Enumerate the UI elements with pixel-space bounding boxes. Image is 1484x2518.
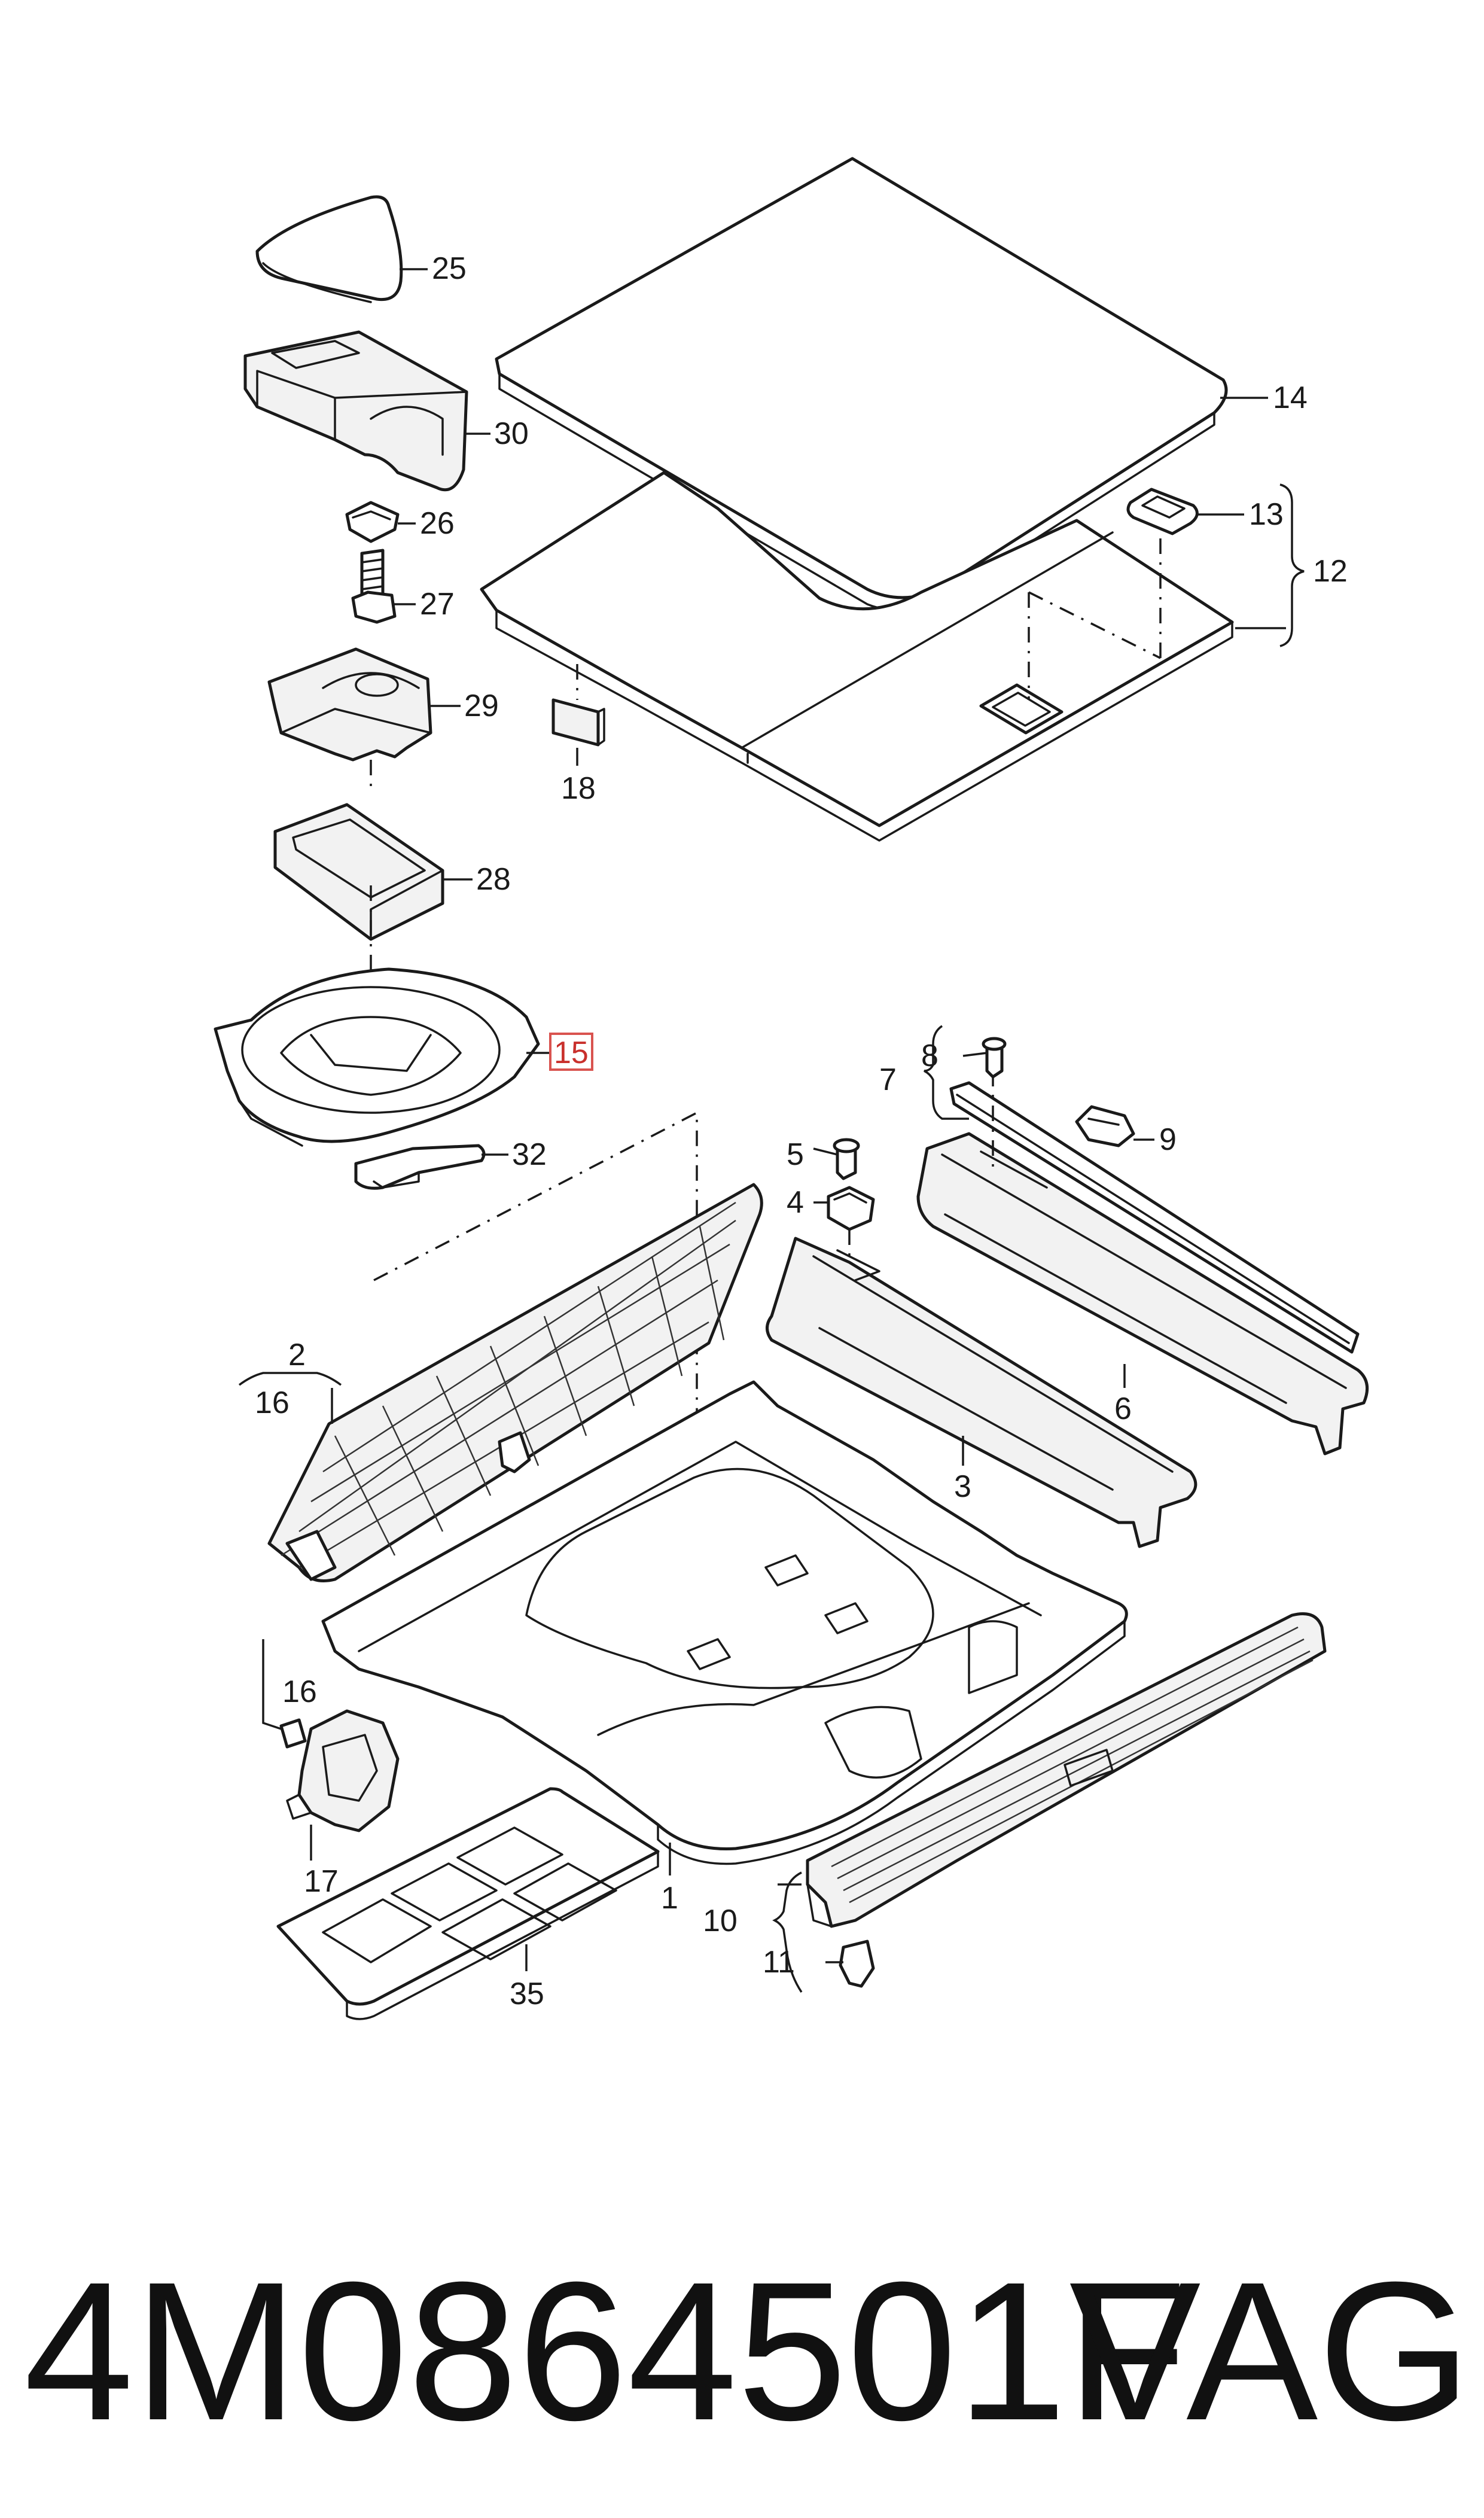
part-9-hook [1075, 1105, 1135, 1147]
callout-13: 13 [1249, 497, 1284, 532]
part-12-floor-covering [480, 471, 1234, 842]
callout-3: 3 [954, 1469, 971, 1504]
callout-5: 5 [787, 1137, 804, 1172]
callout-29: 29 [464, 689, 499, 723]
callout-15-highlighted: 15 [554, 1036, 589, 1070]
part-18-clip [551, 664, 605, 747]
part-number: 4M0864501F [24, 2240, 1187, 2461]
part-25-cover-cap [255, 195, 403, 303]
callout-labels: 25 14 30 13 26 12 27 29 18 28 15 8 7 9 3… [255, 251, 1348, 2011]
part-4-clip [827, 1186, 875, 1231]
part-2-cargo-net-partition [267, 1183, 763, 1582]
group-braces [238, 483, 1305, 1993]
callout-35: 35 [510, 1977, 544, 2011]
part-27-bolt [351, 549, 397, 624]
part-29-bracket [267, 647, 432, 790]
callout-16a: 16 [255, 1386, 290, 1420]
part-3-side-trim-left [766, 1237, 1197, 1548]
callout-12: 12 [1313, 554, 1348, 589]
part-17-latch [286, 1709, 400, 1832]
callout-7: 7 [879, 1062, 897, 1097]
part-32-strip [354, 1144, 486, 1190]
part-26-nut [345, 501, 400, 543]
callout-16b: 16 [282, 1674, 317, 1709]
callout-26: 26 [420, 506, 455, 541]
part-30-upper-tray [243, 330, 468, 492]
callout-25: 25 [432, 251, 467, 286]
part-7-sill-strip [949, 1071, 1360, 1354]
part-1-floor-pan [321, 1380, 1128, 1865]
callout-8: 8 [921, 1039, 938, 1073]
footer: 4M0864501F VAG [24, 2225, 1471, 2477]
callout-2: 2 [288, 1338, 306, 1372]
callout-27: 27 [420, 587, 455, 622]
callout-30: 30 [494, 416, 529, 451]
highlight-box-15 [549, 1033, 593, 1071]
callout-11: 11 [763, 1945, 795, 1980]
part-16-clip [262, 1639, 307, 1749]
callout-28: 28 [476, 862, 511, 897]
part-6-side-trim-right [916, 1132, 1369, 1456]
callout-14: 14 [1273, 380, 1308, 415]
callout-32: 32 [512, 1137, 547, 1172]
brand-name: VAG [1069, 2240, 1471, 2461]
callout-6: 6 [1114, 1392, 1132, 1426]
callout-1: 1 [661, 1881, 678, 1916]
part-13-handle [1028, 488, 1199, 700]
callout-18: 18 [561, 771, 596, 806]
part-11-clip [839, 1940, 875, 1988]
part-15-wheel-well-insert [214, 967, 540, 1147]
callout-10: 10 [703, 1904, 738, 1938]
callout-9: 9 [1159, 1122, 1177, 1157]
part-35-floor-panel [276, 1787, 660, 2020]
part-8-screw [982, 1037, 1007, 1079]
part-28-tool-tray [273, 803, 444, 999]
leader-lines [310, 268, 1286, 1971]
callout-17: 17 [304, 1864, 339, 1899]
callout-4: 4 [787, 1185, 804, 1220]
part-5-screw [833, 1138, 860, 1180]
part-10-sill-cover [806, 1612, 1327, 1928]
